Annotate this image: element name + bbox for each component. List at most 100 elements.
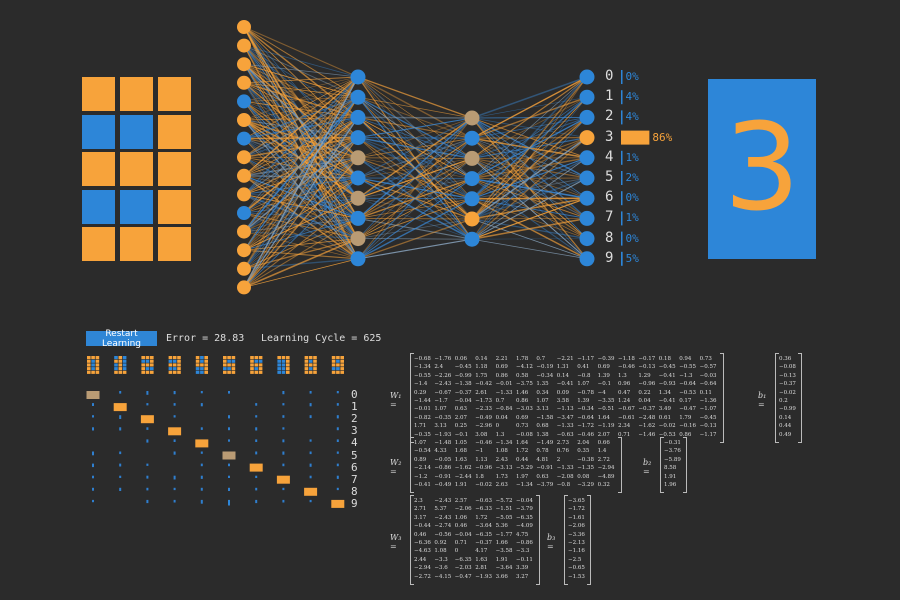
matrix-cell: −0.16	[679, 423, 697, 430]
thumbnail-pixel	[177, 367, 181, 371]
matrix-cell: 4.17	[475, 548, 488, 555]
thumbnail-pixel	[331, 370, 336, 374]
matrix-bracket	[618, 437, 622, 494]
neuron-node	[237, 20, 251, 34]
pixel-cell	[82, 77, 115, 111]
thumbnail-pixel	[331, 359, 336, 363]
thumbnail-pixel	[286, 367, 290, 371]
bias-cell: −3.65	[568, 498, 585, 504]
thumbnail-pixel	[231, 356, 236, 360]
bias-bracket	[660, 437, 664, 494]
training-winner-mark	[249, 463, 263, 472]
neuron-node	[237, 57, 251, 72]
connection-line	[243, 116, 359, 140]
training-minor-mark	[309, 475, 312, 479]
training-minor-mark	[146, 487, 149, 491]
matrix-cell: 0.86	[516, 398, 529, 404]
training-minor-mark	[173, 475, 176, 480]
pixel-cell	[82, 189, 115, 224]
output-digit-label: 8	[605, 229, 614, 246]
connection-line	[471, 76, 588, 119]
connection-line	[471, 157, 588, 220]
training-minor-mark	[255, 451, 258, 455]
matrix-cell: −0.08	[516, 431, 533, 438]
connection-line	[243, 193, 359, 199]
training-minor-mark	[336, 415, 339, 419]
thumbnail-pixel	[277, 356, 281, 360]
training-minor-mark	[92, 403, 94, 406]
matrix-cell: −0.45	[454, 364, 472, 371]
training-minor-mark	[309, 391, 312, 394]
training-winner-mark	[304, 487, 318, 496]
thumbnail-pixel	[195, 363, 200, 367]
connection-line	[243, 138, 359, 219]
matrix-cell: −4.09	[516, 523, 533, 530]
thumbnail-pixel	[118, 359, 123, 363]
matrix-cell: −0.47	[679, 406, 697, 413]
training-minor-mark	[282, 487, 285, 491]
thumbnail-pixel	[145, 356, 150, 360]
matrix-cell: −0.67	[618, 406, 635, 413]
matrix-cell: 4.33	[434, 448, 447, 455]
thumbnail-pixel	[336, 367, 340, 371]
restart-learning-button[interactable]: Restart Learning	[86, 329, 157, 349]
matrix-cell: −2.48	[638, 414, 656, 421]
bias-bracket	[564, 495, 568, 585]
connection-line	[243, 116, 359, 121]
thumbnail-pixel	[254, 367, 259, 371]
matrix-cell: 0.35	[577, 448, 590, 455]
matrix-cell: 0.94	[679, 356, 692, 362]
training-row-label: 8	[351, 484, 358, 498]
matrix-cell: −2.43	[434, 514, 452, 521]
connection-line	[243, 138, 359, 179]
bias-label: b₁ =	[758, 391, 767, 409]
training-winner-mark	[140, 415, 154, 424]
pixel-cell	[82, 114, 115, 149]
thumbnail-pixel	[286, 359, 290, 363]
thumbnail-pixel	[145, 367, 150, 371]
training-minor-mark	[336, 403, 339, 406]
thumbnail-pixel	[277, 370, 281, 374]
matrix-cell: 0.18	[658, 356, 672, 362]
thumbnail-pixel	[145, 363, 150, 367]
input-pixel-grid	[82, 77, 192, 261]
thumbnail-pixel	[308, 363, 313, 367]
matrix-cell: −2.14	[414, 465, 431, 472]
training-minor-mark	[255, 415, 258, 418]
output-digit-label: 3	[605, 128, 614, 145]
training-minor-mark	[146, 427, 149, 430]
connection-line	[243, 116, 359, 195]
matrix-cell: −1.77	[495, 531, 513, 538]
training-winner-mark	[195, 439, 209, 448]
matrix-cell: 0.78	[536, 448, 549, 455]
connections	[243, 26, 588, 289]
matrix-cell: −0.02	[475, 482, 493, 488]
training-minor-mark	[228, 463, 230, 467]
connection-line	[243, 230, 359, 240]
thumbnail-pixel	[340, 363, 344, 367]
matrix-cell: −0.86	[516, 540, 533, 546]
thumbnail-pixel	[286, 370, 290, 374]
thumbnail-pixel	[258, 370, 263, 374]
matrix-cell: −1.93	[475, 573, 493, 580]
matrix-cell: −0.57	[699, 364, 717, 371]
matrix-cell: 0.44	[516, 456, 529, 463]
bias-cell: 0.44	[779, 423, 792, 430]
thumbnail-pixel	[204, 370, 208, 374]
training-thumbnail	[304, 356, 317, 374]
matrix-cell: −1.49	[536, 440, 554, 446]
connection-line	[243, 76, 359, 214]
thumbnail-pixel	[313, 359, 317, 363]
matrix-cell: 1.73	[495, 473, 508, 480]
matrix-cell: 1.72	[475, 514, 488, 521]
thumbnail-pixel	[308, 370, 313, 374]
output-digit-label: 5	[605, 169, 614, 185]
matrix-cell: 1.64	[597, 414, 610, 421]
matrix-cell: −1.2	[414, 473, 428, 480]
matrix-cell: −1.35	[577, 465, 595, 472]
thumbnail-pixel	[141, 367, 145, 371]
training-minor-mark	[92, 475, 94, 479]
thumbnail-pixel	[91, 370, 95, 374]
matrix-cell: −1.17	[699, 431, 717, 438]
thumbnail-pixel	[195, 367, 200, 371]
